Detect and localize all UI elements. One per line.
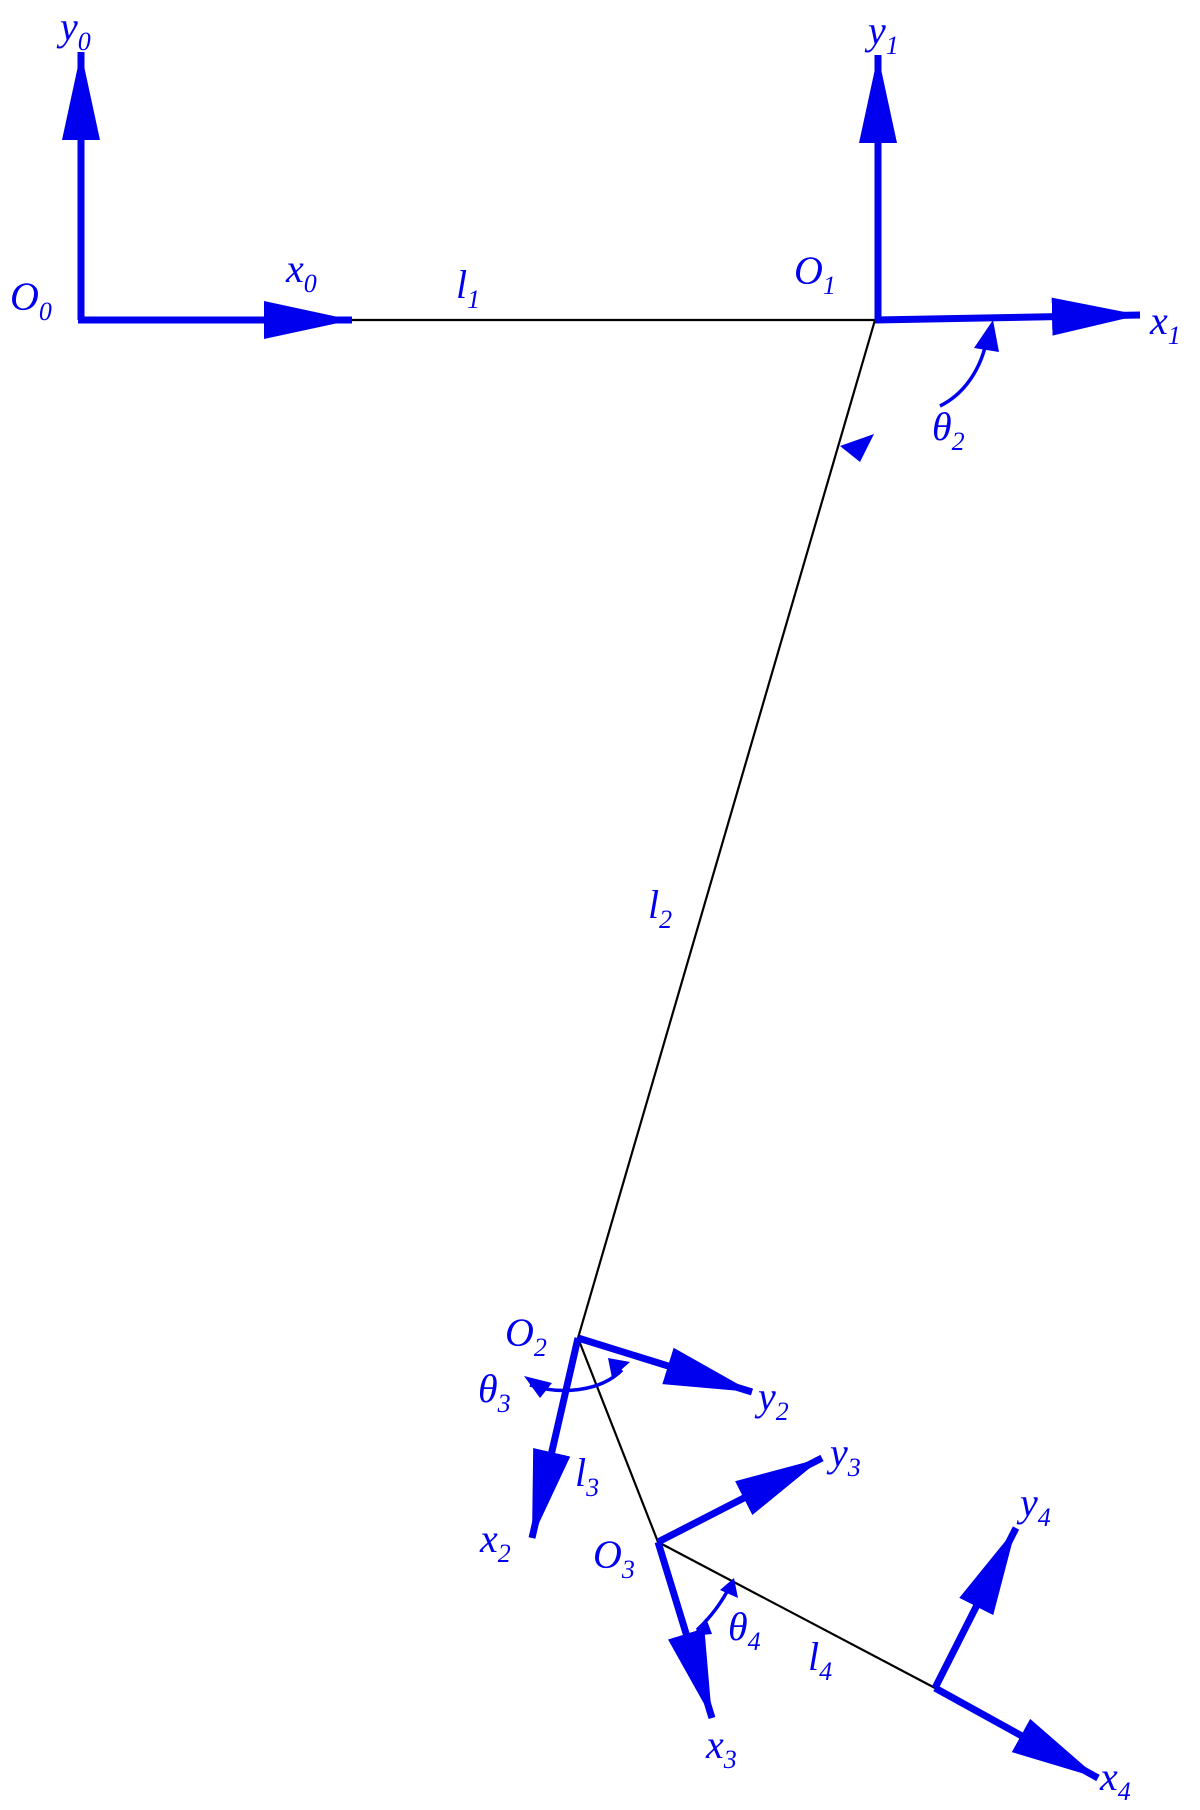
label-y3: y3 [826, 1430, 861, 1482]
axis-y2 [576, 1334, 754, 1396]
theta3-arrowhead [608, 1358, 630, 1378]
label-x4: x4 [1099, 1754, 1131, 1806]
axis-y4 [931, 1526, 1020, 1690]
link-l2 [576, 319, 877, 1339]
label-x0: x0 [285, 246, 317, 298]
axis-x1 [874, 297, 1141, 336]
frame-0 [61, 52, 352, 339]
frame-4 [931, 1526, 1100, 1782]
label-l4: l4 [808, 1634, 832, 1686]
label-l2: l2 [648, 882, 672, 934]
label-O3: O3 [593, 1532, 635, 1584]
angle-arcs [524, 320, 999, 1636]
links [78, 318, 936, 1689]
axis-x4 [933, 1684, 1100, 1782]
label-y1: y1 [864, 8, 899, 60]
frame-3 [654, 1454, 824, 1720]
link-l4 [657, 1541, 936, 1689]
label-theta3: θ3 [478, 1366, 511, 1418]
theta2-arrowhead-l2 [840, 434, 874, 462]
label-l1: l1 [456, 262, 480, 314]
axis-x3 [654, 1540, 716, 1720]
label-O0: O0 [10, 274, 52, 326]
theta4-arrowhead-l4 [720, 1578, 738, 1598]
label-y4: y4 [1016, 1480, 1051, 1532]
theta2-arrowhead-x1 [974, 320, 999, 352]
theta3-arrowhead-x2 [524, 1376, 552, 1398]
label-x2: x2 [479, 1516, 511, 1568]
label-x3: x3 [705, 1722, 737, 1774]
label-O2: O2 [505, 1310, 547, 1362]
link-l3 [576, 1337, 660, 1543]
labels: O0 x0 y0 l1 O1 x1 y1 θ2 l2 O2 x2 y2 θ3 l… [10, 4, 1181, 1806]
label-O1: O1 [794, 248, 836, 300]
label-y2: y2 [754, 1374, 789, 1426]
label-y0: y0 [56, 4, 91, 56]
axis-x2 [528, 1337, 582, 1539]
label-l3: l3 [575, 1450, 599, 1502]
frame-1 [859, 55, 1141, 336]
label-x1: x1 [1149, 298, 1181, 350]
theta4-arrowhead-x3 [692, 1618, 712, 1636]
axis-y3 [656, 1454, 824, 1546]
label-theta2: θ2 [932, 404, 965, 456]
frame-2 [528, 1334, 754, 1539]
label-theta4: θ4 [728, 1604, 761, 1656]
